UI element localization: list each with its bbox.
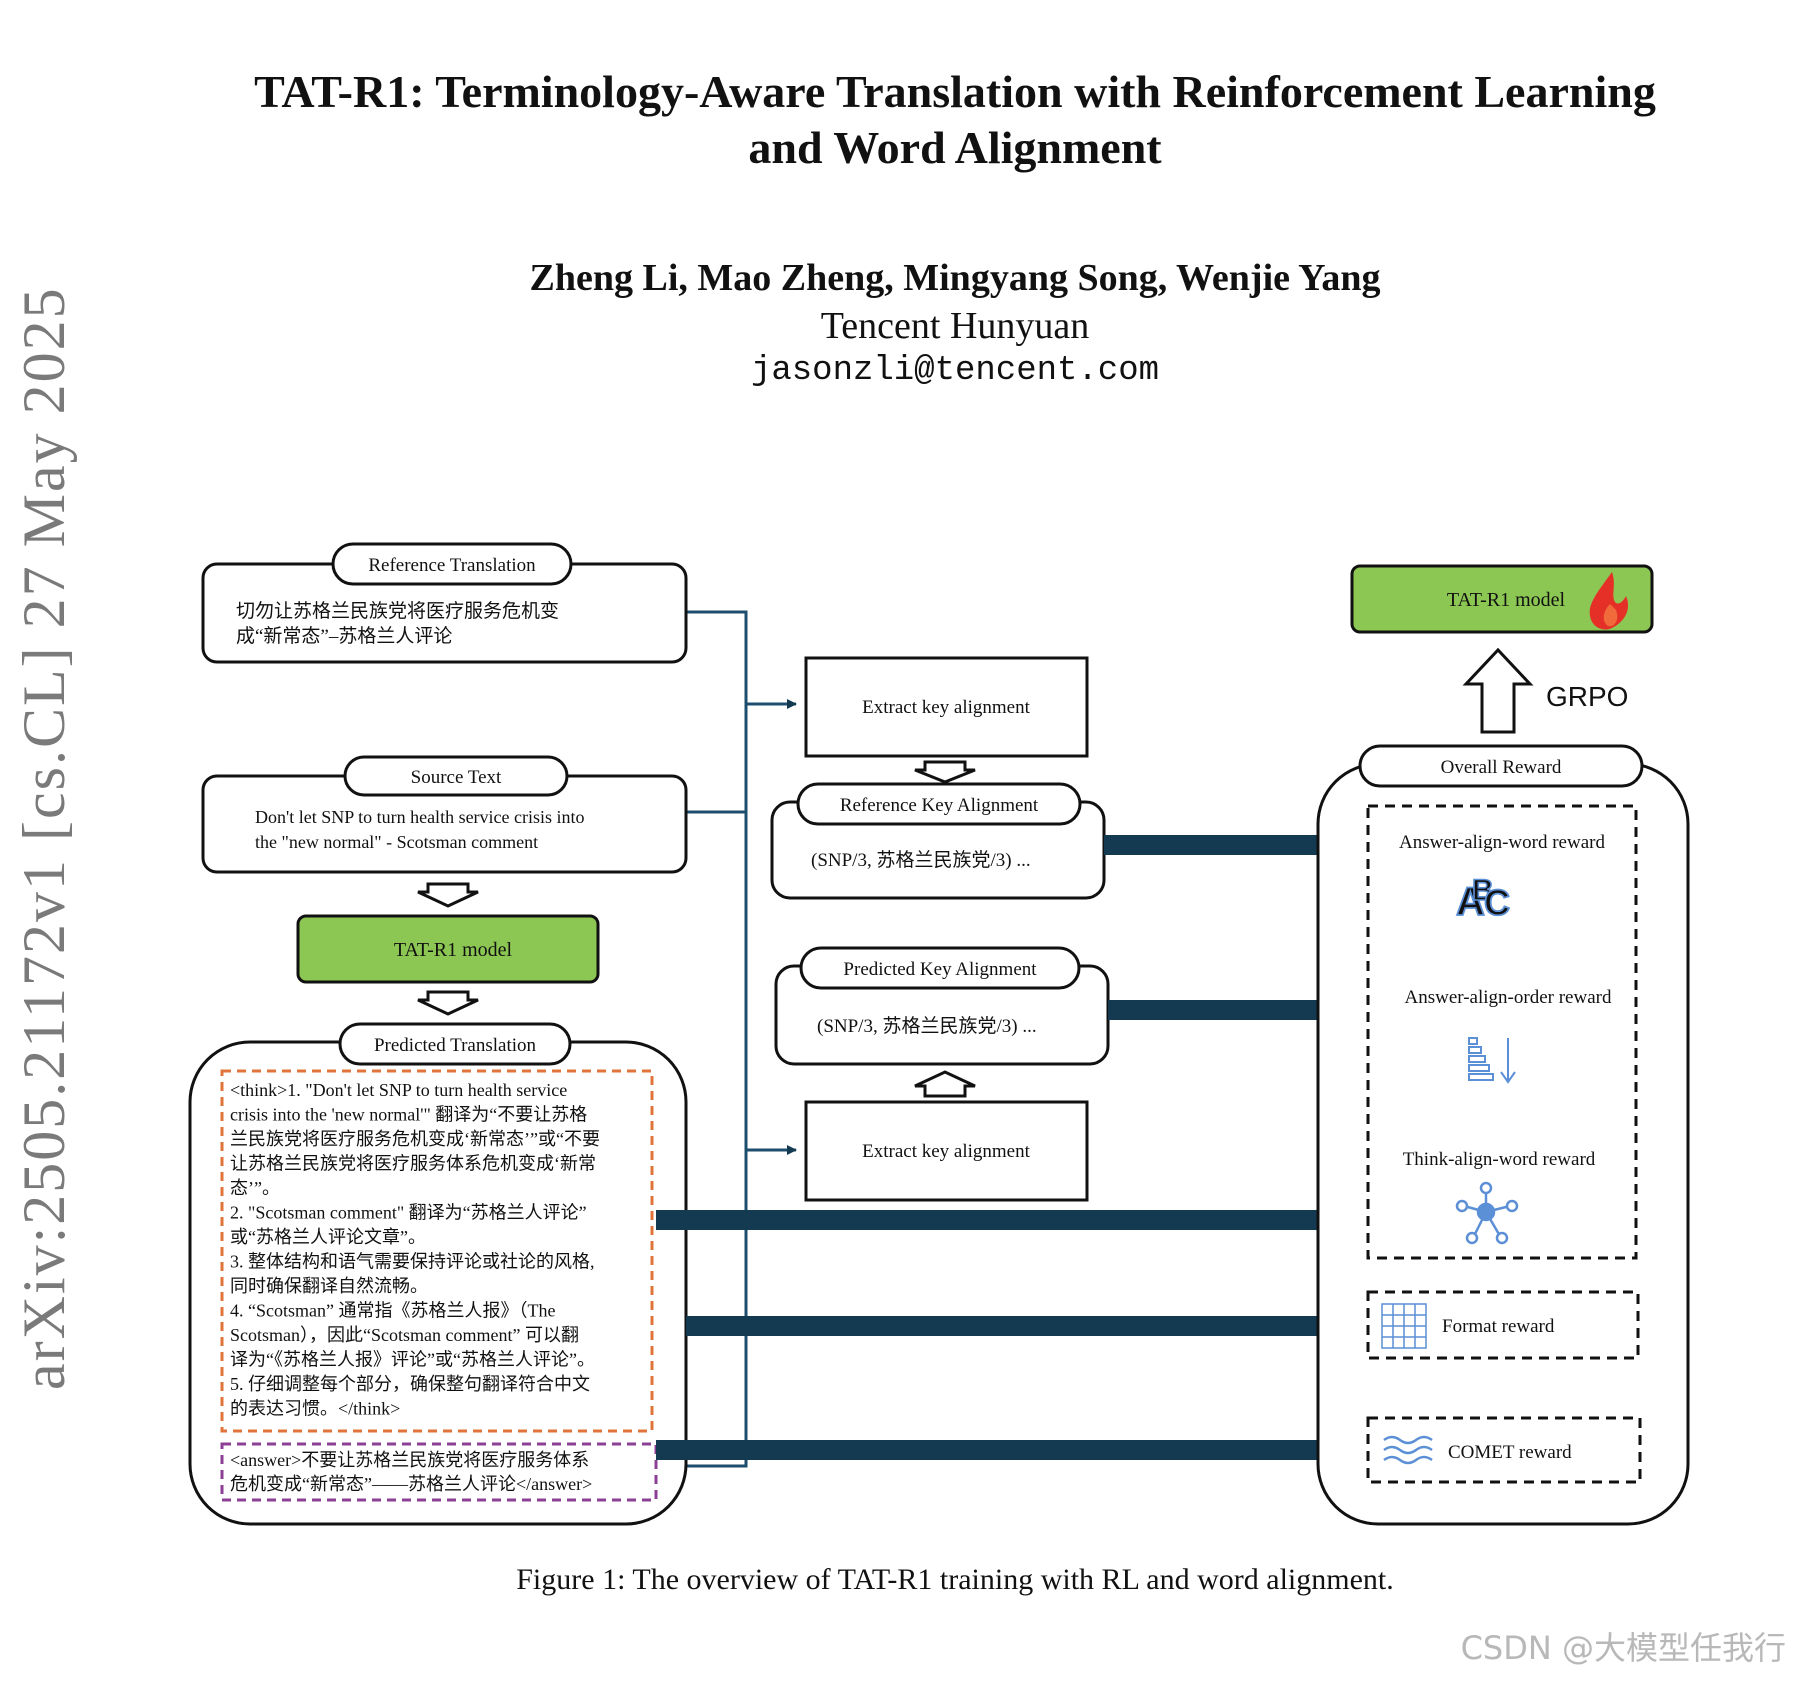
extract-bottom-label: Extract key alignment xyxy=(862,1141,1030,1162)
network-icon xyxy=(1455,1181,1519,1245)
reference-translation-line-1: 切勿让苏格兰民族党将医疗服务危机变 xyxy=(236,600,559,622)
figure-caption: Figure 1: The overview of TAT-R1 trainin… xyxy=(516,1563,1394,1596)
format-reward: Format reward xyxy=(1442,1316,1555,1337)
grpo-label: GRPO xyxy=(1546,681,1628,712)
think-text: <think>1. "Don't let SNP to turn health … xyxy=(230,1080,600,1419)
overall-reward-box: Overall Reward Answer-align-word reward … xyxy=(1316,744,1690,1526)
reference-key-alignment-box: Reference Key Alignment (SNP/3, 苏格兰民族党/3… xyxy=(770,782,1106,900)
model-right-label: TAT-R1 model xyxy=(1447,589,1566,611)
predicted-translation-label: Predicted Translation xyxy=(374,1035,537,1056)
hollow-arrow-down-2 xyxy=(417,990,479,1016)
waves-icon xyxy=(1383,1435,1433,1465)
tat-r1-model-left: TAT-R1 model xyxy=(296,914,600,984)
connector-lines xyxy=(675,610,797,1468)
extract-key-alignment-bottom: Extract key alignment xyxy=(804,1100,1089,1202)
comet-reward-box xyxy=(1366,1416,1642,1484)
answer-line-2: 危机变成“新常态”——苏格兰人评论</answer> xyxy=(230,1474,592,1494)
reference-translation-line-2: 成“新常态”–苏格兰人评论 xyxy=(236,625,452,647)
svg-text:B: B xyxy=(1472,874,1494,907)
comet-reward: COMET reward xyxy=(1448,1442,1572,1463)
reference-key-alignment-value: (SNP/3, 苏格兰民族党/3) ... xyxy=(811,849,1031,871)
hollow-arrow-down-3 xyxy=(914,760,976,784)
reference-translation-label: Reference Translation xyxy=(368,555,536,576)
think-line-10: 4. “Scotsman” 通常指《苏格兰人报》（The xyxy=(230,1301,555,1321)
answer-line-1: <answer>不要让苏格兰民族党将医疗服务体系 xyxy=(230,1450,589,1470)
predicted-key-alignment-box: Predicted Key Alignment (SNP/3, 苏格兰民族党/3… xyxy=(774,946,1110,1066)
alignment-rewards-group xyxy=(1366,804,1638,1260)
answer-text: <answer>不要让苏格兰民族党将医疗服务体系危机变成“新常态”——苏格兰人评… xyxy=(230,1450,592,1494)
think-line-2: crisis into the 'new normal'" 翻译为“不要让苏格 xyxy=(230,1105,587,1125)
think-line-7: 或“苏格兰人评论文章”。 xyxy=(230,1227,426,1247)
hollow-arrow-down-1 xyxy=(417,882,479,908)
grpo-arrow xyxy=(1462,647,1534,734)
tat-r1-model-right: TAT-R1 model xyxy=(1350,564,1654,634)
predicted-key-alignment-value: (SNP/3, 苏格兰民族党/3) ... xyxy=(817,1015,1037,1037)
authors: Zheng Li, Mao Zheng, Mingyang Song, Wenj… xyxy=(529,257,1381,299)
think-line-11: Scotsman），因此“Scotsman comment” 可以翻 xyxy=(230,1325,579,1345)
think-line-8: 3. 整体结构和语气需要保持评论或社论的风格, xyxy=(230,1252,595,1272)
watermark: CSDN @大模型任我行 xyxy=(1460,1629,1786,1667)
thick-arrows xyxy=(656,824,1372,1471)
overall-reward-label: Overall Reward xyxy=(1441,757,1562,778)
reference-translation-box: Reference Translation 切勿让苏格兰民族党将医疗服务危机变 … xyxy=(201,542,688,664)
source-text-line-1: Don't let SNP to turn health service cri… xyxy=(255,807,585,827)
svg-text:C: C xyxy=(1484,882,1510,923)
think-section xyxy=(220,1069,654,1433)
paper-title: TAT-R1: Terminology-Aware Translation wi… xyxy=(180,64,1730,176)
think-line-3: 兰民族党将医疗服务危机变成‘新常态’”或“不要 xyxy=(230,1129,600,1149)
predicted-translation-box: Predicted Translation <think>1. "Don't l… xyxy=(188,1022,688,1526)
sort-order-icon xyxy=(1468,1037,1516,1084)
source-text-box: Source Text Don't let SNP to turn health… xyxy=(201,755,688,874)
affiliation: Tencent Hunyuan xyxy=(820,305,1090,347)
predicted-key-alignment-label: Predicted Key Alignment xyxy=(843,959,1037,980)
think-line-5: 态’”。 xyxy=(230,1178,280,1198)
title-line-2: and Word Alignment xyxy=(748,122,1162,173)
answer-align-order-reward: Answer-align-order reward xyxy=(1405,987,1612,1008)
svg-text:A: A xyxy=(1456,880,1485,924)
answer-align-word-reward: Answer-align-word reward xyxy=(1399,832,1605,853)
extract-top-label: Extract key alignment xyxy=(862,697,1030,718)
fire-icon xyxy=(1589,572,1629,630)
extract-key-alignment-top: Extract key alignment xyxy=(804,656,1089,758)
think-line-1: <think>1. "Don't let SNP to turn health … xyxy=(230,1080,567,1100)
source-text-line-2: the "new normal" - Scotsman comment xyxy=(255,832,538,852)
reference-key-alignment-label: Reference Key Alignment xyxy=(840,795,1039,816)
title-line-1: TAT-R1: Terminology-Aware Translation wi… xyxy=(254,66,1656,117)
model-left-label: TAT-R1 model xyxy=(394,939,513,961)
table-grid-icon xyxy=(1381,1303,1427,1349)
format-reward-box xyxy=(1366,1290,1640,1360)
think-line-9: 同时确保翻译自然流畅。 xyxy=(230,1276,428,1296)
abc-icon: A B C xyxy=(1455,873,1511,925)
think-line-6: 2. "Scotsman comment" 翻译为“苏格兰人评论” xyxy=(230,1203,587,1223)
think-align-word-reward: Think-align-word reward xyxy=(1403,1149,1596,1170)
hollow-arrow-up xyxy=(914,1070,976,1098)
think-line-14: 的表达习惯。</think> xyxy=(230,1399,400,1419)
think-line-12: 译为“《苏格兰人报》评论”或“苏格兰人评论”。 xyxy=(230,1350,595,1370)
think-line-13: 5. 仔细调整每个部分，确保整句翻译符合中文 xyxy=(230,1374,590,1394)
email: jasonzli@tencent.com xyxy=(750,352,1160,390)
answer-section xyxy=(220,1442,658,1502)
think-line-4: 让苏格兰民族党将医疗服务体系危机变成‘新常 xyxy=(230,1154,596,1174)
source-text-label: Source Text xyxy=(411,767,502,788)
